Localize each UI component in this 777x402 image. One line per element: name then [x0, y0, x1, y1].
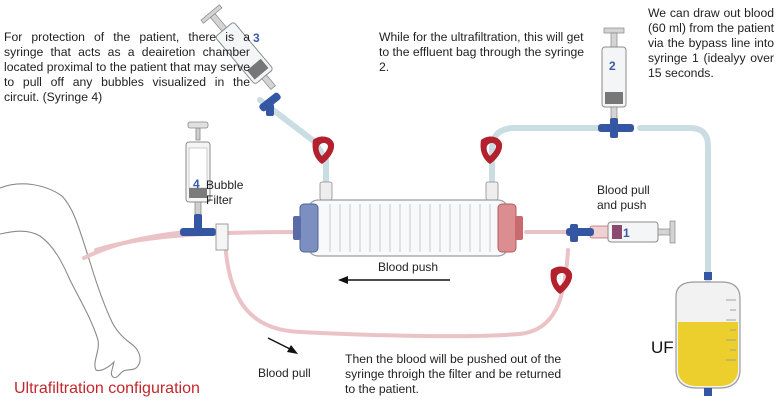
clamp-effluent-line: [480, 136, 503, 164]
bubble-filter-label: Bubble Filter: [206, 178, 244, 207]
pushed-out-note: Then the blood will be pushed out of the…: [345, 352, 562, 396]
clamp-syringe3-line: [312, 136, 335, 164]
syringe-2: 2: [601, 27, 627, 120]
protection-note: For protection of the patient, there is …: [4, 30, 250, 104]
uf-bag: [675, 272, 741, 396]
syringe-2-number: 2: [609, 59, 616, 73]
syringe-4: 4: [185, 121, 211, 217]
draw-out-note: We can draw out blood (60 ml) from the p…: [648, 6, 774, 80]
syringe-3: [200, 4, 276, 90]
ultrafiltration-note: While for the ultrafiltration, this will…: [379, 30, 585, 74]
valve-syringe-1: [566, 224, 594, 242]
uf-label: UF: [651, 338, 674, 357]
blood-push-arrow: [338, 276, 450, 284]
hemofilter: [293, 181, 523, 257]
blood-pull-push-label: Blood pull and push: [597, 183, 650, 212]
clamp-return-loop: [550, 266, 573, 294]
blood-pull-arrow: [267, 337, 298, 354]
valve-syringe-3: [259, 92, 281, 116]
diagram-title: Ultrafiltration configuration: [14, 380, 200, 397]
syringe-3-number: 3: [253, 31, 260, 45]
blood-push-label: Blood push: [378, 260, 439, 274]
effluent-line-syringe3: [257, 97, 329, 185]
valve-syringe-4: [180, 214, 229, 251]
blood-line-patient: [82, 230, 302, 260]
valve-syringe-2: [598, 118, 634, 138]
effluent-line-uf: [489, 125, 711, 293]
syringe-4-number: 4: [193, 177, 200, 191]
syringe-1-number: 1: [623, 226, 630, 240]
blood-pull-label: Blood pull: [258, 366, 311, 380]
syringe-1: 1: [589, 220, 676, 244]
patient-arm: [0, 183, 141, 379]
